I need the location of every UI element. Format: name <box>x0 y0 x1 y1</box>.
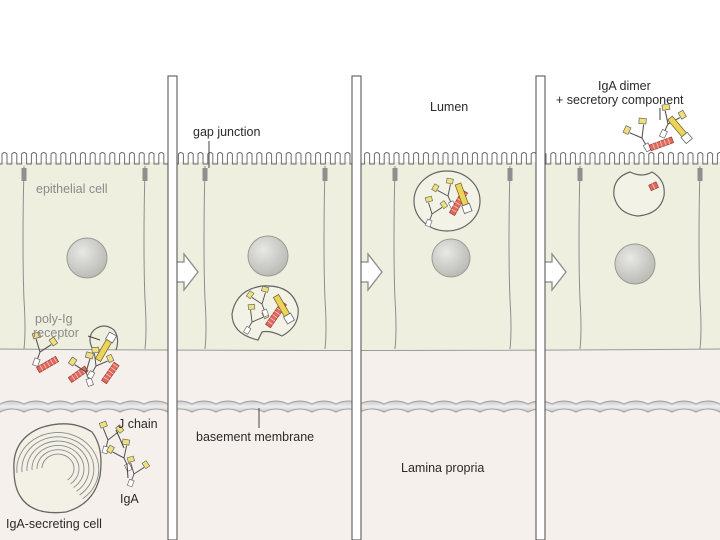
gap-junction-label: gap junction <box>193 126 260 139</box>
iga-dimer-label-line1: IgA dimer <box>598 80 651 93</box>
tight-junction <box>393 168 398 181</box>
tight-junction <box>323 168 328 181</box>
fab-domain <box>92 347 99 353</box>
iga-secreting-plasma-cell <box>14 424 101 513</box>
nucleus <box>248 236 288 276</box>
panel-divider <box>352 76 361 540</box>
j-chain-segment <box>649 137 674 151</box>
poly-ig-receptor-label-line1: poly-Ig <box>35 313 73 326</box>
nucleus <box>432 239 470 277</box>
panel-divider <box>168 76 177 540</box>
nucleus <box>615 244 655 284</box>
tight-junction <box>22 168 27 181</box>
fab-domain <box>446 178 453 184</box>
iga-secreting-cell-label: IgA-secreting cell <box>6 518 102 531</box>
tight-junction <box>698 168 703 181</box>
tight-junction <box>203 168 208 181</box>
basement-membrane-label: basement membrane <box>196 431 314 444</box>
tight-junction <box>143 168 148 181</box>
tight-junction <box>578 168 583 181</box>
iga-label: IgA <box>120 493 139 506</box>
fab-domain <box>122 439 130 445</box>
panel-divider <box>536 76 545 540</box>
poly-ig-receptor-label-line2: receptor <box>33 327 79 340</box>
fab-domain <box>639 118 647 124</box>
fc-domain <box>659 129 667 138</box>
iga-antibody <box>621 115 661 157</box>
fab-domain <box>248 304 255 309</box>
lamina-propria-label: Lamina propria <box>401 462 484 475</box>
tight-junction <box>508 168 513 181</box>
nucleus <box>67 238 107 278</box>
lumen-label: Lumen <box>430 101 468 114</box>
j-chain-label: J chain <box>118 418 158 431</box>
epithelial-cell-label: epithelial cell <box>36 183 108 196</box>
exocytic-vesicle <box>614 172 664 216</box>
iga-dimer-label-line2: + secretory component <box>556 94 684 107</box>
